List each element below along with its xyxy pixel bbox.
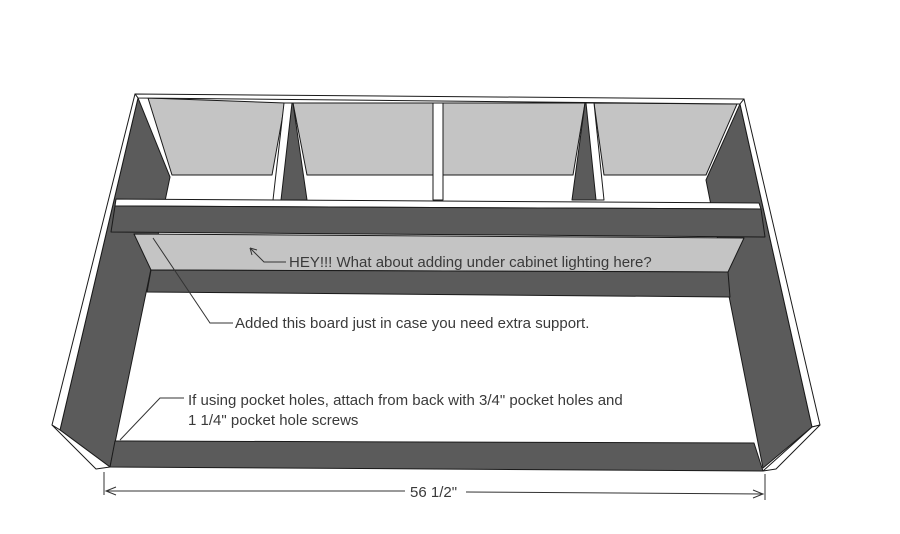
right-front-edge xyxy=(762,424,821,472)
left-front-edge xyxy=(51,424,111,470)
dimension-line-right xyxy=(465,491,764,495)
width-dimension-label: 56 1/2" xyxy=(410,482,458,503)
bottom-front-board xyxy=(109,440,764,472)
support-leader-line xyxy=(152,237,233,324)
shelf-front xyxy=(110,205,766,238)
dimension-arrow-left xyxy=(104,486,117,496)
lighting-leader-line xyxy=(249,247,286,263)
back-panel-3 xyxy=(442,102,586,176)
back-panel-2 xyxy=(292,102,437,176)
lighting-leader-arrow xyxy=(249,247,258,256)
pocket-hole-annotation-line2: 1 1/4" pocket hole screws xyxy=(188,412,359,429)
dimension-arrow-right xyxy=(752,489,765,499)
divider-2-edge xyxy=(432,102,444,201)
pocket-leader-line xyxy=(119,397,184,441)
divider-3-edge xyxy=(585,102,605,201)
support-board xyxy=(146,269,731,298)
support-annotation: Added this board just in case you need e… xyxy=(235,315,590,332)
pocket-hole-annotation-line1: If using pocket holes, attach from back … xyxy=(188,392,623,409)
back-panel-1 xyxy=(147,97,286,176)
lighting-annotation: HEY!!! What about adding under cabinet l… xyxy=(289,254,652,271)
